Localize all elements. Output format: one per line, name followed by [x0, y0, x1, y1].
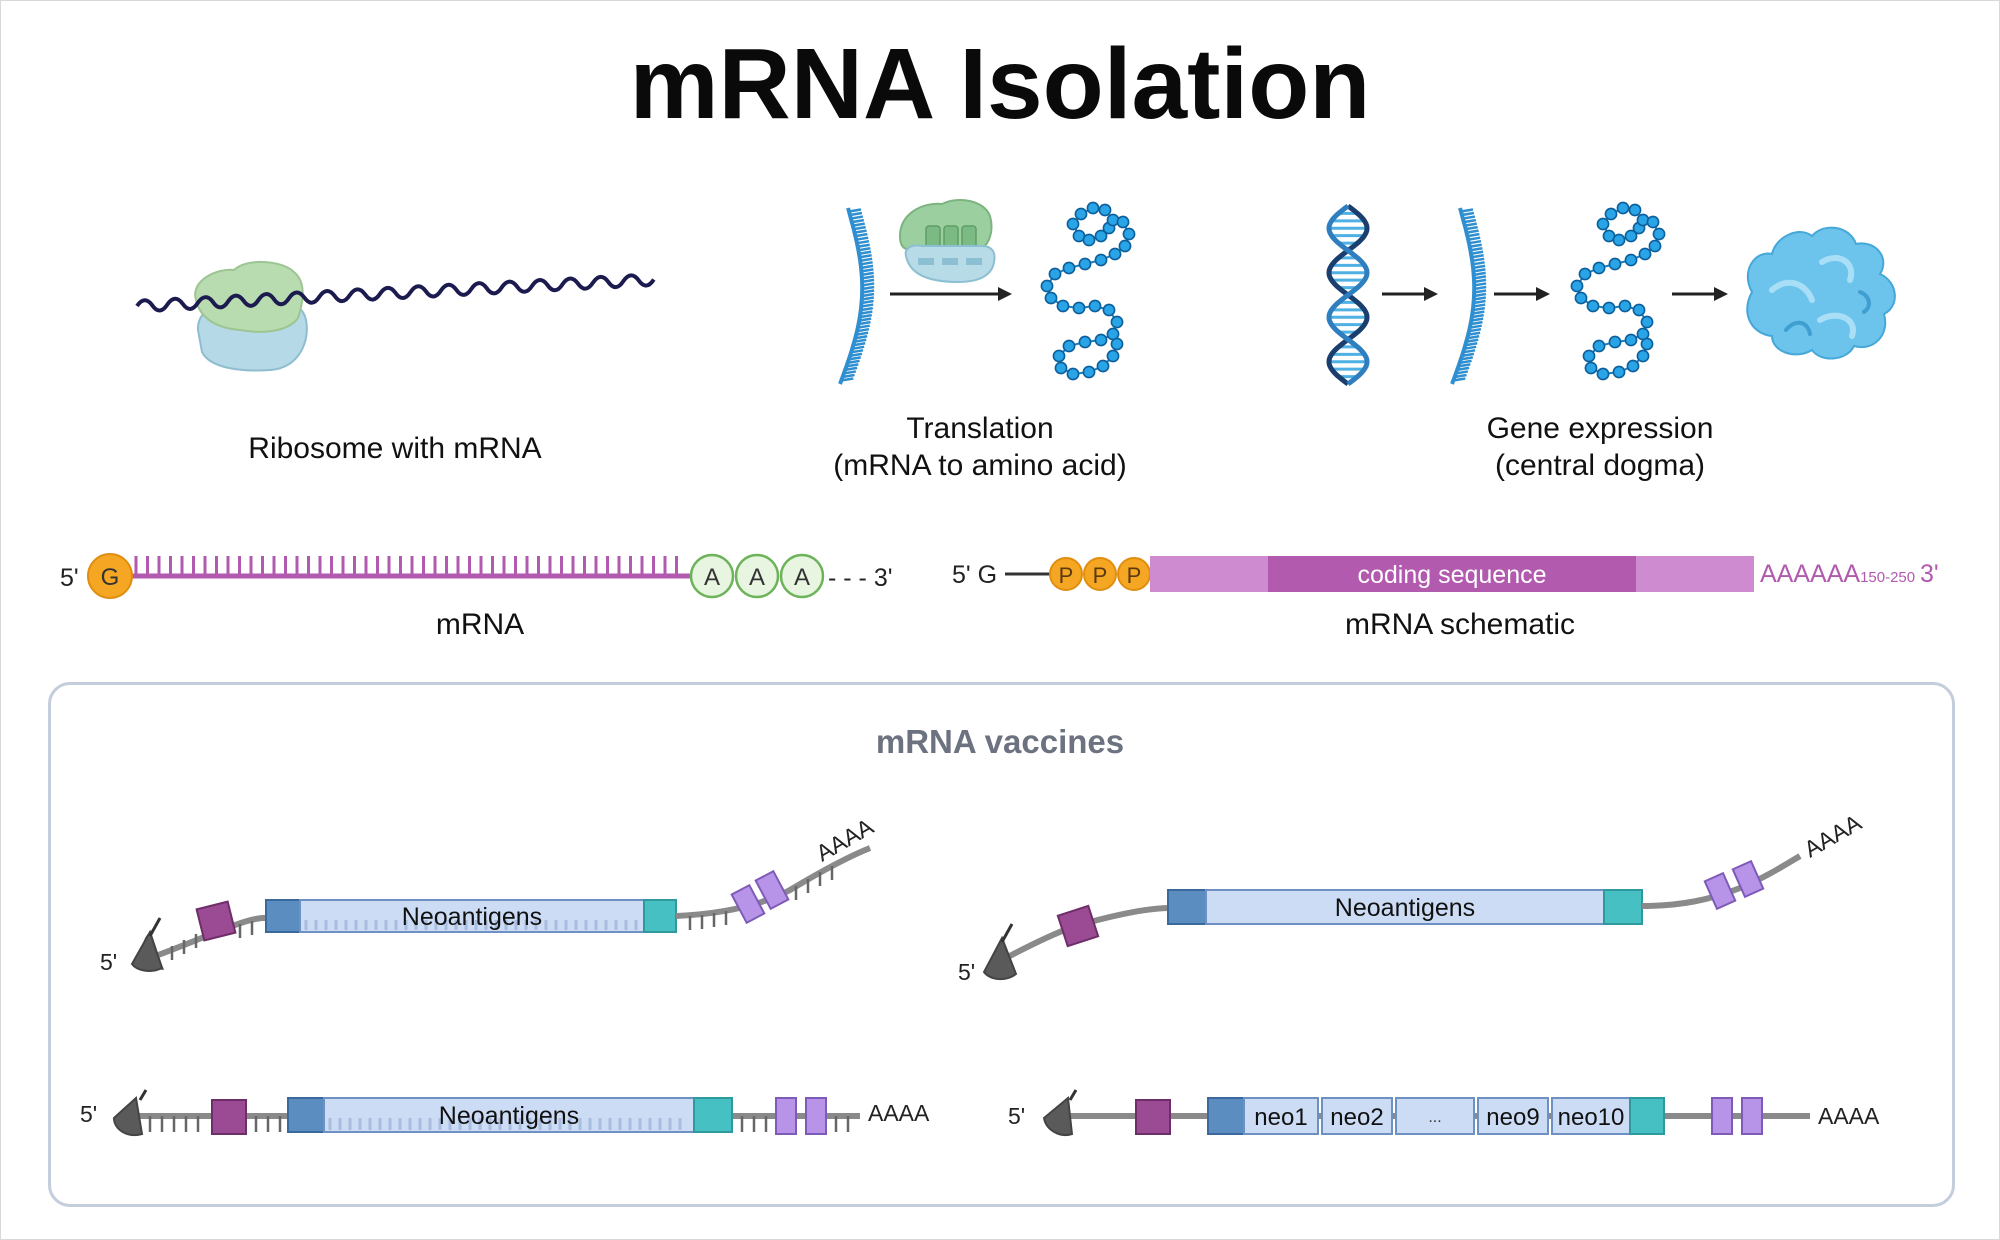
arrow-dna-to-mrna	[1382, 287, 1438, 301]
vaccine-construct-3: 5' Neoantigens AAAA	[80, 1089, 930, 1136]
phosphate-circle-2	[1083, 557, 1117, 591]
neo-label-2: neo2	[1330, 1104, 1383, 1131]
arrow-chain-to-protein	[1672, 287, 1728, 301]
neo-label-9: neo9	[1486, 1104, 1539, 1131]
neo-segment-5	[1551, 1097, 1631, 1135]
vaccine1-five-prime-label: 5'	[100, 949, 117, 975]
vaccines-title: mRNA vaccines	[875, 723, 1125, 760]
caption-gene-expression-line2: (central dogma)	[1494, 449, 1706, 482]
mrna-three-prime-label: - - - 3'	[828, 564, 893, 592]
vaccine3-polya-label: AAAA	[868, 1100, 930, 1126]
neo-label-10: neo10	[1558, 1104, 1625, 1131]
caption-gene-expression-line1: Gene expression	[1486, 412, 1714, 445]
amino-acid-chain-2	[1570, 201, 1666, 381]
schematic-3utr	[1636, 556, 1754, 592]
polya-label-1: A	[704, 564, 720, 591]
polya-tail-label: AAAAAA150-250	[1760, 560, 1915, 588]
schematic-coding-region	[1268, 556, 1636, 592]
coding-sequence-label: coding sequence	[1357, 561, 1546, 589]
top-illustrations	[135, 199, 1896, 387]
phosphate-circle-1	[1049, 557, 1083, 591]
caption-mrna: mRNA	[435, 608, 525, 641]
ribosome-icon	[194, 260, 308, 372]
translation-ribosome-icon	[898, 199, 996, 284]
vaccine1-neoantigens-label: Neoantigens	[402, 903, 542, 931]
arrow-mrna-to-chain	[1494, 287, 1550, 301]
schematic-five-prime-label: 5' G	[952, 561, 997, 589]
neo-label-ellipsis: ...	[1428, 1109, 1441, 1126]
caption-translation-line1: Translation	[906, 412, 1054, 445]
mrna-cap-circle	[87, 553, 133, 599]
neo-segment-3	[1395, 1097, 1475, 1135]
vaccine4-five-prime-label: 5'	[1008, 1103, 1025, 1129]
vaccine4-polya-label: AAAA	[1818, 1103, 1880, 1129]
gene-mrna-strand	[1450, 207, 1487, 385]
folded-protein-icon	[1746, 226, 1896, 360]
neo-label-1: neo1	[1254, 1104, 1307, 1131]
phosphate-label-2: P	[1093, 563, 1108, 588]
mrna-five-prime-label: 5'	[60, 564, 79, 592]
polya-label-2: A	[749, 564, 765, 591]
translation-mrna-strand	[838, 207, 875, 385]
caption-mrna-schematic: mRNA schematic	[1344, 608, 1576, 641]
phosphate-label-3: P	[1127, 563, 1142, 588]
vaccine2-polya-label: AAAA	[1800, 809, 1867, 863]
polya-tail-length: 150-250	[1860, 569, 1915, 586]
polya-tail-text: AAAAAA	[1760, 560, 1860, 588]
polya-circle-1	[689, 553, 735, 599]
phosphate-label-1: P	[1059, 563, 1074, 588]
mrna-wave	[135, 273, 656, 313]
dna-helix-icon	[1326, 203, 1370, 387]
vaccine3-neoantigens-label: Neoantigens	[439, 1102, 579, 1130]
neo-segment-2	[1321, 1097, 1393, 1135]
vaccine2-neoantigens-label: Neoantigens	[1335, 894, 1475, 922]
neo-segment-4	[1477, 1097, 1549, 1135]
mrna-cap-label: G	[101, 564, 120, 591]
page-title: mRNA Isolation	[629, 28, 1371, 140]
neo-segment-1	[1243, 1097, 1319, 1135]
vaccine-construct-4: 5' neo1 neo2 ... neo9 neo10 AAAA	[1008, 1089, 1880, 1136]
caption-translation-line2: (mRNA to amino acid)	[833, 449, 1127, 482]
vaccine-construct-2: 5' Neoantigens AAAA	[958, 809, 1866, 985]
schematic-5utr	[1150, 556, 1268, 592]
polya-circle-3	[779, 553, 825, 599]
mrna-strands-row: 5' G A A A - - - 3' 5' G P P P coding se…	[60, 553, 1939, 599]
caption-ribosome: Ribosome with mRNA	[248, 432, 542, 465]
polya-label-3: A	[794, 564, 810, 591]
amino-acid-chain-1	[1040, 201, 1136, 381]
schematic-three-prime-label: 3'	[1920, 560, 1939, 588]
vaccines-panel	[48, 682, 1955, 1207]
polya-circle-2	[734, 553, 780, 599]
translation-arrow	[890, 287, 1012, 301]
vaccine3-five-prime-label: 5'	[80, 1101, 97, 1127]
vaccine2-five-prime-label: 5'	[958, 959, 975, 985]
vaccine-construct-1: 5' Neoantigens AAAA	[100, 813, 878, 975]
vaccine-constructs: 5' Neoantigens AAAA 5' Neoantigens AAAA …	[80, 809, 1880, 1136]
mrna-bases	[134, 556, 678, 576]
